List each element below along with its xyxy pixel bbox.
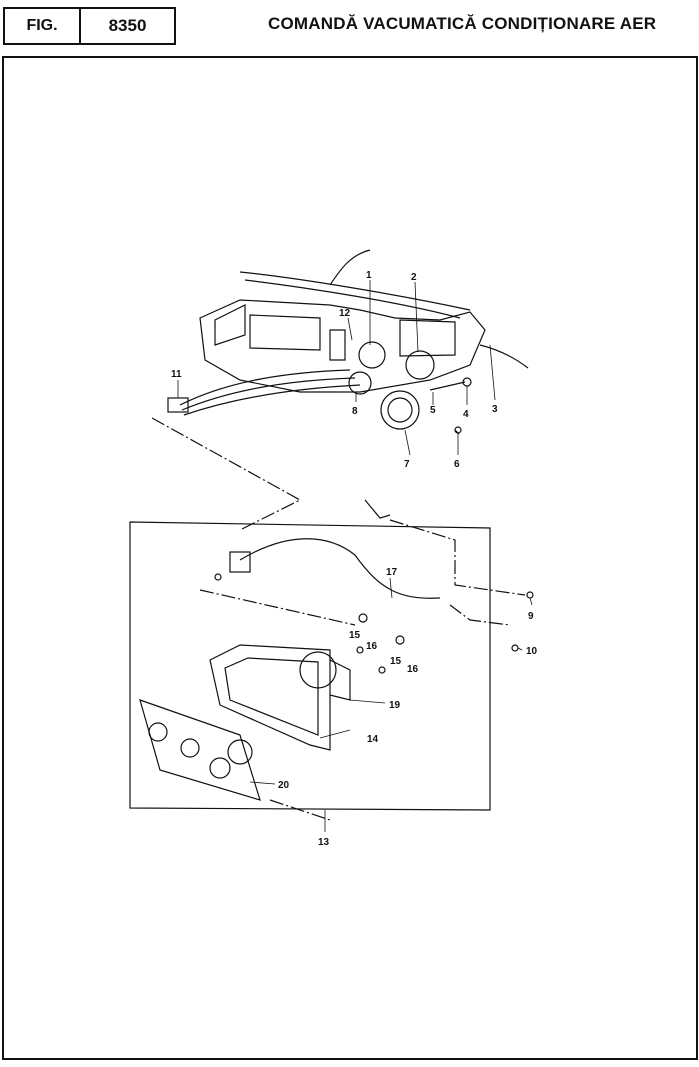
actuator-2 bbox=[405, 350, 435, 380]
callout-2: 2 bbox=[411, 272, 417, 283]
actuator-7 bbox=[380, 390, 420, 430]
callout-11: 11 bbox=[171, 369, 182, 380]
cable-17 bbox=[239, 538, 441, 599]
actuator-1 bbox=[358, 341, 386, 369]
upper-hose bbox=[239, 271, 471, 311]
callout-20: 20 bbox=[278, 780, 290, 791]
callout-5: 5 bbox=[430, 405, 436, 416]
callout-4: 4 bbox=[463, 409, 469, 420]
callout-10: 10 bbox=[526, 646, 538, 657]
rod-5 bbox=[429, 381, 466, 391]
callout-6: 6 bbox=[454, 459, 460, 470]
callout-13: 13 bbox=[318, 837, 330, 848]
knob-left bbox=[148, 722, 168, 742]
drawing-frame bbox=[2, 56, 698, 1060]
control-panel-20 bbox=[139, 699, 261, 801]
sensor-lead bbox=[329, 249, 371, 286]
callout-9: 9 bbox=[528, 611, 534, 622]
callout-17: 17 bbox=[386, 567, 398, 578]
callout-7: 7 bbox=[404, 459, 410, 470]
callout-16b: 16 bbox=[407, 664, 419, 675]
callout-15b: 15 bbox=[390, 656, 402, 667]
connector-11 bbox=[167, 397, 189, 413]
fig-label: FIG. bbox=[3, 7, 81, 45]
callout-19: 19 bbox=[389, 700, 401, 711]
knob-right bbox=[209, 757, 231, 779]
callout-8: 8 bbox=[352, 406, 358, 417]
actuator-8 bbox=[348, 371, 372, 395]
callout-12: 12 bbox=[339, 308, 351, 319]
knob-center bbox=[180, 738, 200, 758]
vacuum-tube-bundle bbox=[179, 369, 351, 406]
climate-unit-housing bbox=[199, 299, 486, 393]
callout-3: 3 bbox=[492, 404, 498, 415]
page-title: COMANDĂ VACUMATICĂ CONDIȚIONARE AER bbox=[268, 14, 657, 33]
subassembly-box-13 bbox=[129, 521, 491, 811]
callout-15a: 15 bbox=[349, 630, 361, 641]
fig-number: 8350 bbox=[81, 7, 176, 45]
callout-16a: 16 bbox=[366, 641, 378, 652]
right-hose bbox=[479, 344, 529, 369]
control-module-19 bbox=[299, 651, 337, 689]
bezel-14 bbox=[209, 644, 331, 751]
callout-1: 1 bbox=[366, 270, 372, 281]
callout-14: 14 bbox=[367, 734, 379, 745]
